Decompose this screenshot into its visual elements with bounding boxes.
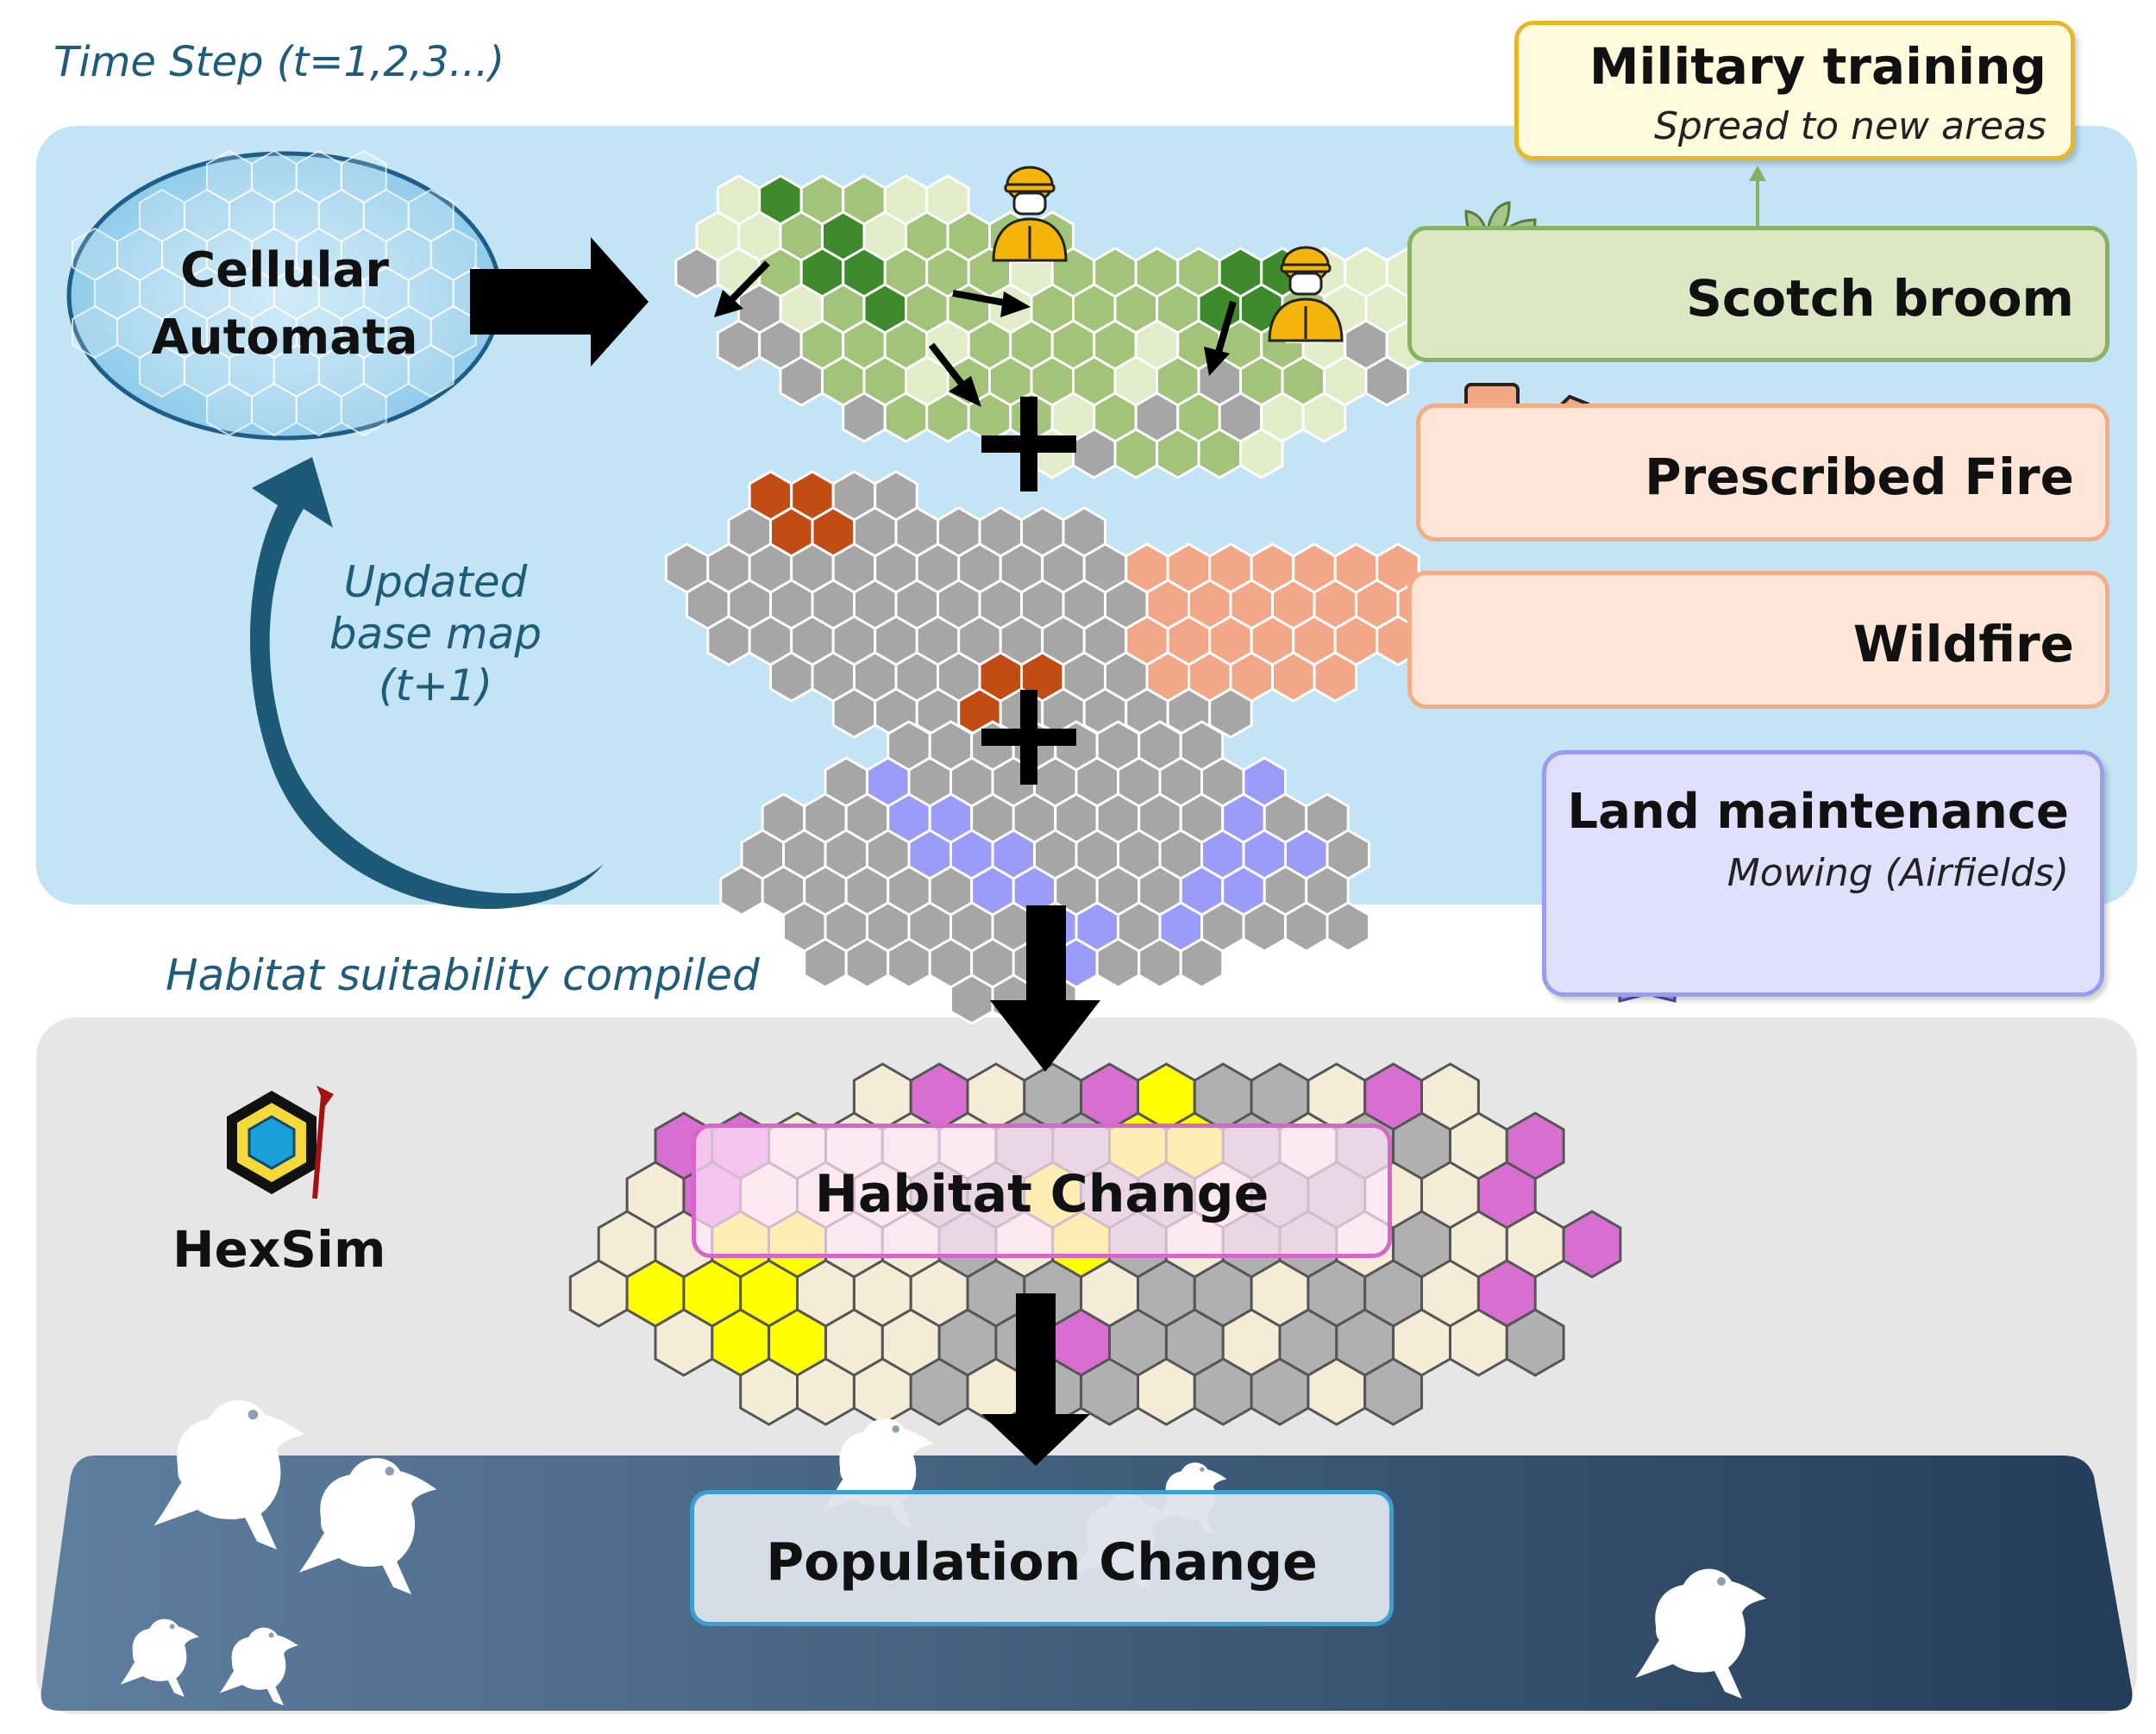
hex-cell xyxy=(1284,901,1329,953)
hex-cell xyxy=(1095,937,1141,989)
fire-hex-map xyxy=(664,470,1441,775)
time-step-label: Time Step (t=1,2,3...) xyxy=(53,38,505,86)
hex-cell xyxy=(1113,428,1158,479)
hex-cell xyxy=(925,391,970,443)
hex-cell xyxy=(842,391,887,443)
habitat-change-label: Habitat Change xyxy=(814,1164,1269,1224)
wildfire-card: Wildfire xyxy=(1407,571,2109,709)
land-maintenance-title: Land maintenance xyxy=(1567,784,2069,840)
soldier-marker-icon xyxy=(1268,246,1344,343)
prescribed-fire-card: Prescribed Fire xyxy=(1416,404,2109,541)
loop-label: Updated base map (t+1) xyxy=(310,556,561,711)
hex-cell xyxy=(779,355,824,407)
hex-cell xyxy=(844,937,890,989)
hex-cell xyxy=(887,937,931,989)
hex-cell xyxy=(1301,391,1347,443)
hex-cell xyxy=(1505,1308,1565,1377)
hex-cell xyxy=(1364,355,1409,407)
military-training-card: Military training Spread to new areas xyxy=(1514,21,2075,160)
hex-cell xyxy=(1239,428,1284,479)
scotch-broom-card: Scotch broom xyxy=(1407,226,2109,362)
hexsim-label: HexSim xyxy=(172,1220,386,1279)
ca-label-line1: Cellular xyxy=(180,242,389,298)
ellipse-hex-texture xyxy=(72,149,499,437)
ca-label-line2: Automata xyxy=(151,310,418,366)
hex-cell xyxy=(1138,937,1182,989)
scotch-broom-title: Scotch broom xyxy=(1686,269,2074,328)
prescribed-fire-title: Prescribed Fire xyxy=(1645,448,2074,506)
mowing-hex-map xyxy=(719,720,1370,1025)
habitat-change-box: Habitat Change xyxy=(692,1124,1392,1258)
loop-arrow xyxy=(249,457,604,910)
hex-cell xyxy=(1562,1210,1622,1279)
hex-cell xyxy=(1156,428,1200,479)
hex-cell xyxy=(803,937,848,989)
hex-cell xyxy=(1326,901,1370,953)
to-habitat-arrow xyxy=(990,905,1100,1072)
cellular-automata-label: Cellular Automata xyxy=(103,237,466,372)
ca-to-map-arrow xyxy=(470,237,649,366)
hex-cell xyxy=(831,687,877,739)
land-maintenance-subtitle: Mowing (Airfields) xyxy=(1727,851,2069,895)
hexsim-logo-icon xyxy=(227,1086,334,1199)
to-population-arrow xyxy=(981,1293,1090,1466)
soldier-markers xyxy=(992,166,1344,343)
population-change-box: Population Change xyxy=(690,1490,1394,1626)
plus-sign-1 xyxy=(981,397,1076,491)
habitat-compiled-label: Habitat suitability compiled xyxy=(166,950,760,1000)
wildfire-title: Wildfire xyxy=(1852,615,2074,673)
loop-label-line2: base map xyxy=(329,609,542,659)
hex-cell xyxy=(769,651,814,703)
hex-cell xyxy=(883,391,929,443)
vegetation-hex-map xyxy=(674,174,1451,479)
hex-cell xyxy=(407,343,454,398)
hex-cell xyxy=(1271,651,1316,703)
hex-cell xyxy=(1242,901,1287,953)
hex-cell xyxy=(716,319,761,371)
spread-arrows xyxy=(714,260,1237,407)
hex-cell xyxy=(1197,428,1242,479)
hex-cell xyxy=(950,973,994,1025)
hex-cell xyxy=(1313,651,1357,703)
land-maintenance-card: Land maintenance Mowing (Airfields) xyxy=(1542,750,2104,997)
plus-sign-2 xyxy=(981,690,1076,785)
loop-label-line1: Updated xyxy=(343,557,528,607)
military-subtitle: Spread to new areas xyxy=(1654,104,2046,148)
hex-cell xyxy=(1363,1357,1423,1426)
hex-cell xyxy=(1179,937,1225,989)
hex-cell xyxy=(340,382,387,437)
population-change-label: Population Change xyxy=(766,1532,1318,1593)
loop-label-line3: (t+1) xyxy=(378,660,493,711)
soldier-marker-icon xyxy=(992,166,1068,263)
hex-cell xyxy=(719,865,764,917)
hex-cell xyxy=(706,615,751,667)
hex-cell xyxy=(1072,428,1117,479)
hex-cell xyxy=(674,247,719,298)
military-title: Military training xyxy=(1589,37,2046,96)
